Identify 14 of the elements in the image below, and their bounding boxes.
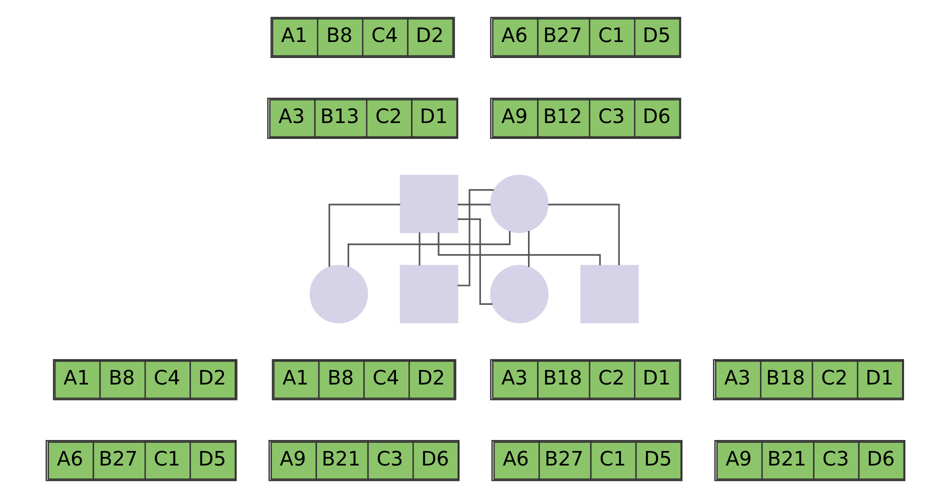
node-circle <box>490 174 548 234</box>
connector <box>328 204 400 267</box>
node-box <box>580 264 639 324</box>
node-box <box>400 174 458 234</box>
connector <box>348 231 511 267</box>
connector <box>418 232 420 266</box>
node-circle <box>310 264 368 324</box>
connector <box>548 204 620 266</box>
connector <box>458 189 494 286</box>
connector <box>438 232 601 266</box>
node-box <box>400 264 458 324</box>
connector <box>528 230 530 268</box>
connector <box>458 204 491 206</box>
node-circle <box>490 264 548 324</box>
